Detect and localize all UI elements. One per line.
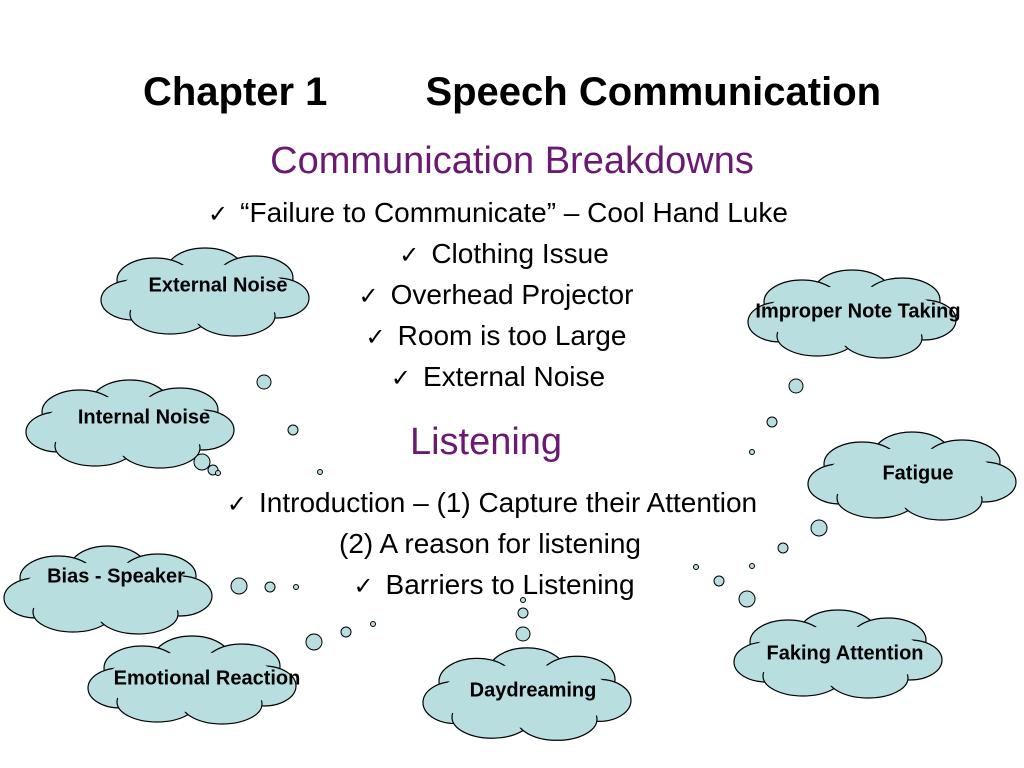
list-item: (2) A reason for listening xyxy=(339,528,641,559)
cloud-label-external-noise: External Noise xyxy=(148,274,288,297)
cloud-label-daydreaming: Daydreaming xyxy=(469,679,597,702)
cloud-label-fatigue: Fatigue xyxy=(882,462,954,485)
check-icon: ✓ xyxy=(399,242,420,269)
list-item: ✓Clothing Issue xyxy=(399,238,609,269)
cloud-label-bias-speaker: Bias - Speaker xyxy=(47,565,185,588)
check-icon: ✓ xyxy=(358,283,379,310)
list-item: ✓“Failure to Communicate” – Cool Hand Lu… xyxy=(208,197,788,228)
cloud-label-emotional-reaction: Emotional Reaction xyxy=(113,667,301,690)
list-item: ✓Barriers to Listening xyxy=(353,569,635,600)
slide-title: Chapter 1 Speech Communication xyxy=(0,70,1024,115)
check-icon: ✓ xyxy=(208,201,229,228)
list-item: ✓External Noise xyxy=(390,361,606,392)
cloud-label-internal-noise: Internal Noise xyxy=(77,406,211,429)
thought-dots xyxy=(193,374,828,651)
chapter-label: Chapter 1 xyxy=(142,70,328,114)
check-icon: ✓ xyxy=(226,491,248,518)
cloud-label-improper-note-taking: Improper Note Taking xyxy=(755,300,961,323)
check-icon: ✓ xyxy=(365,324,386,351)
cloud-label-faking-attention: Faking Attention xyxy=(766,642,924,665)
check-icon: ✓ xyxy=(353,573,374,600)
section-heading-breakdowns: Communication Breakdowns xyxy=(270,140,754,182)
list-item: ✓Room is too Large xyxy=(365,320,627,351)
list-item: ✓Overhead Projector xyxy=(358,279,634,310)
section-heading-listening: Listening xyxy=(409,421,563,463)
check-icon: ✓ xyxy=(390,365,411,392)
list-item: ✓Introduction – (1) Capture their Attent… xyxy=(226,487,758,518)
course-title: Speech Communication xyxy=(425,70,882,114)
